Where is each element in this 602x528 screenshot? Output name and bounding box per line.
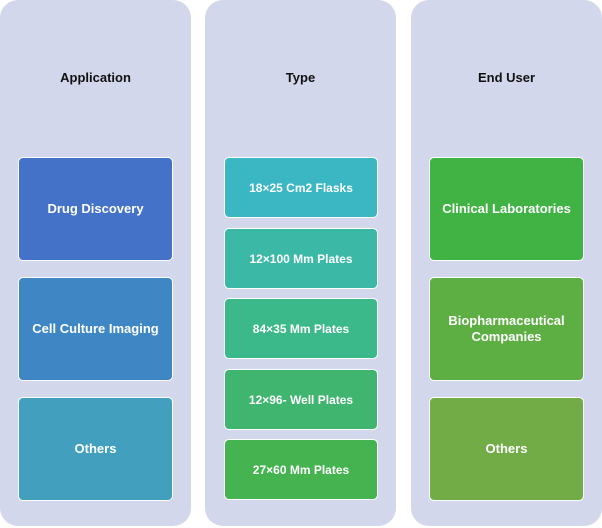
- end-user-title: End User: [477, 70, 536, 85]
- application-item-cell-culture-imaging: Cell Culture Imaging: [18, 277, 173, 381]
- application-item-others: Others: [18, 397, 173, 501]
- type-title: Type: [285, 70, 316, 85]
- type-item-60mm-plates: 27×60 Mm Plates: [224, 439, 378, 500]
- type-item-35mm-plates: 84×35 Mm Plates: [224, 298, 378, 359]
- application-item-drug-discovery: Drug Discovery: [18, 157, 173, 261]
- type-item-flasks: 18×25 Cm2 Flasks: [224, 157, 378, 218]
- application-column: Application Drug Discovery Cell Culture …: [0, 0, 191, 526]
- type-column: Type 18×25 Cm2 Flasks 12×100 Mm Plates 8…: [205, 0, 396, 526]
- end-user-column: End User Clinical Laboratories Biopharma…: [411, 0, 602, 526]
- end-user-item-biopharmaceutical-companies: Biopharmaceutical Companies: [429, 277, 584, 381]
- type-item-96-well-plates: 12×96- Well Plates: [224, 369, 378, 430]
- type-item-100mm-plates: 12×100 Mm Plates: [224, 228, 378, 289]
- end-user-item-clinical-laboratories: Clinical Laboratories: [429, 157, 584, 261]
- end-user-item-others: Others: [429, 397, 584, 501]
- application-title: Application: [60, 70, 131, 85]
